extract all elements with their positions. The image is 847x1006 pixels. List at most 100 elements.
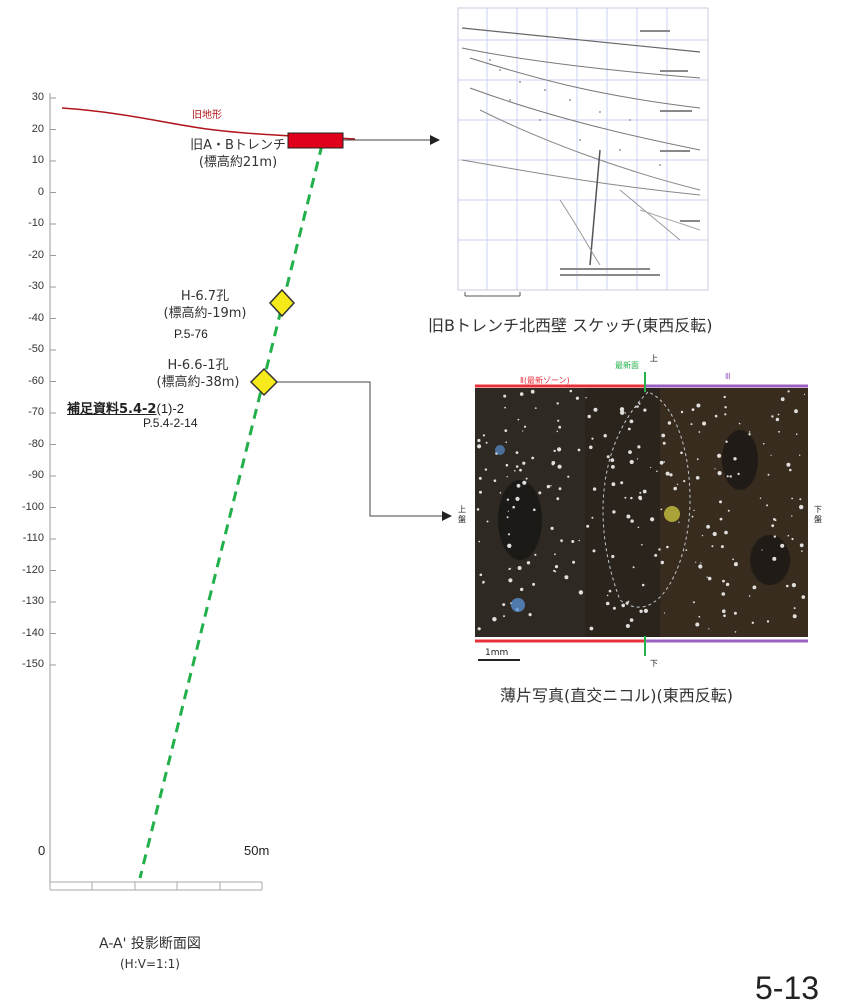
photo-speck	[691, 408, 695, 411]
borehole-661-label: H-6.6-1孔 (標高約-38m)	[138, 357, 258, 391]
photo-speck	[556, 430, 559, 433]
photo-speck	[482, 580, 485, 584]
borehole-661-page-ref: P.5.4-2-14	[143, 416, 198, 430]
photo-speck	[799, 498, 802, 501]
y-tick-label: -60	[28, 374, 44, 387]
photo-speck	[551, 463, 554, 466]
photo-speck	[606, 594, 609, 597]
photo-speck	[775, 417, 780, 422]
photo-speck	[499, 492, 502, 494]
y-tick-label: -140	[21, 626, 44, 639]
photo-speck	[748, 431, 751, 433]
photo-speck	[696, 458, 699, 461]
borehole-661-reference: 補足資料5.4-2(1)-2	[67, 398, 184, 417]
photo-speck	[707, 576, 712, 581]
photo-speck	[663, 612, 666, 614]
photo-speck	[517, 418, 520, 421]
photo-speck	[477, 438, 481, 443]
photo-speck	[603, 434, 607, 438]
photo-speck	[591, 516, 594, 519]
supplementary-link[interactable]: 補足資料5.4-2	[67, 402, 157, 417]
borehole-661-elevation: (標高約-38m)	[156, 375, 240, 390]
photo-speck	[620, 410, 625, 415]
y-tick-label: 20	[31, 122, 44, 135]
photo-caption: 薄片写真(直交ニコル)(東西反転)	[500, 686, 733, 705]
photo-speck	[553, 569, 556, 572]
photo-speck	[589, 626, 594, 631]
photo-speck	[650, 517, 655, 522]
photo-speck	[528, 613, 532, 617]
photo-speck	[698, 564, 703, 569]
photo-speck	[774, 519, 777, 522]
photo-speck	[619, 407, 625, 412]
photo-speck	[624, 496, 627, 499]
section-title-scale: (H:V=1:1)	[119, 957, 180, 971]
photo-speck	[714, 414, 718, 418]
x-axis-end: 50m	[244, 843, 270, 858]
photo-speck	[719, 517, 723, 521]
photo-speck	[591, 437, 594, 440]
photo-speck	[628, 450, 632, 454]
photo-speck	[517, 566, 522, 570]
photo-speck	[700, 562, 702, 564]
photo-speck	[723, 395, 726, 399]
photo-speck	[532, 582, 536, 586]
photo-speck	[727, 509, 730, 512]
y-tick-label: -40	[28, 311, 44, 324]
photo-scale-label: 1mm	[485, 648, 509, 658]
photo-speck	[572, 560, 576, 564]
photo-speck	[575, 396, 580, 400]
photo-speck	[639, 497, 642, 501]
photo-speck	[680, 410, 684, 414]
photo-speck	[558, 425, 562, 429]
photo-speck	[662, 441, 666, 445]
borehole-67-label: H-6.7孔 (標高約-19m)	[140, 288, 270, 322]
photo-speck	[766, 504, 769, 507]
photo-speck	[530, 389, 535, 394]
photo-speck	[656, 470, 658, 473]
photo-arrow-line	[277, 381, 442, 517]
photo-speck	[606, 455, 610, 459]
photo-speck	[639, 609, 643, 613]
photo-speck	[791, 537, 794, 541]
photo-speck	[701, 534, 704, 537]
photo-speck	[550, 485, 552, 487]
photo-speck	[621, 603, 625, 608]
y-axis-tickmarks	[50, 97, 56, 666]
photo-speck	[723, 614, 726, 617]
photo-speck	[509, 567, 511, 570]
photo-speck	[791, 583, 797, 588]
photo-speck	[477, 444, 482, 449]
trench-sketch	[457, 7, 709, 297]
photo-speck	[626, 514, 631, 519]
photo-right-side-label: 下盤	[814, 505, 822, 524]
photo-speck	[751, 621, 754, 624]
photo-speck	[676, 483, 679, 486]
photo-speck	[773, 535, 776, 538]
photo-speck	[636, 405, 639, 408]
photo-speck	[585, 397, 587, 399]
borehole-661-name: H-6.6-1孔	[167, 358, 229, 373]
photo-speck	[712, 531, 717, 537]
photo-speck	[525, 477, 528, 480]
photo-speck	[724, 406, 727, 409]
sketch-arrow-head	[430, 135, 440, 145]
photo-speck	[792, 614, 797, 619]
photo-speck	[630, 496, 633, 500]
photo-speck	[752, 585, 757, 590]
photo-speck	[660, 560, 664, 565]
photo-speck	[641, 543, 643, 546]
photo-speck	[554, 553, 556, 556]
photo-speck	[531, 456, 535, 460]
photo-speck	[519, 392, 524, 396]
photo-speck	[484, 468, 488, 471]
supplementary-suffix: (1)-2	[156, 401, 184, 416]
borehole-661-marker	[249, 367, 279, 397]
photo-speck	[482, 434, 485, 437]
photo-speck	[492, 617, 497, 622]
photo-speck	[592, 487, 597, 491]
thin-section-photo	[475, 372, 808, 661]
photo-speck	[507, 533, 511, 536]
photo-speck	[506, 516, 509, 519]
photo-speck	[569, 389, 573, 393]
